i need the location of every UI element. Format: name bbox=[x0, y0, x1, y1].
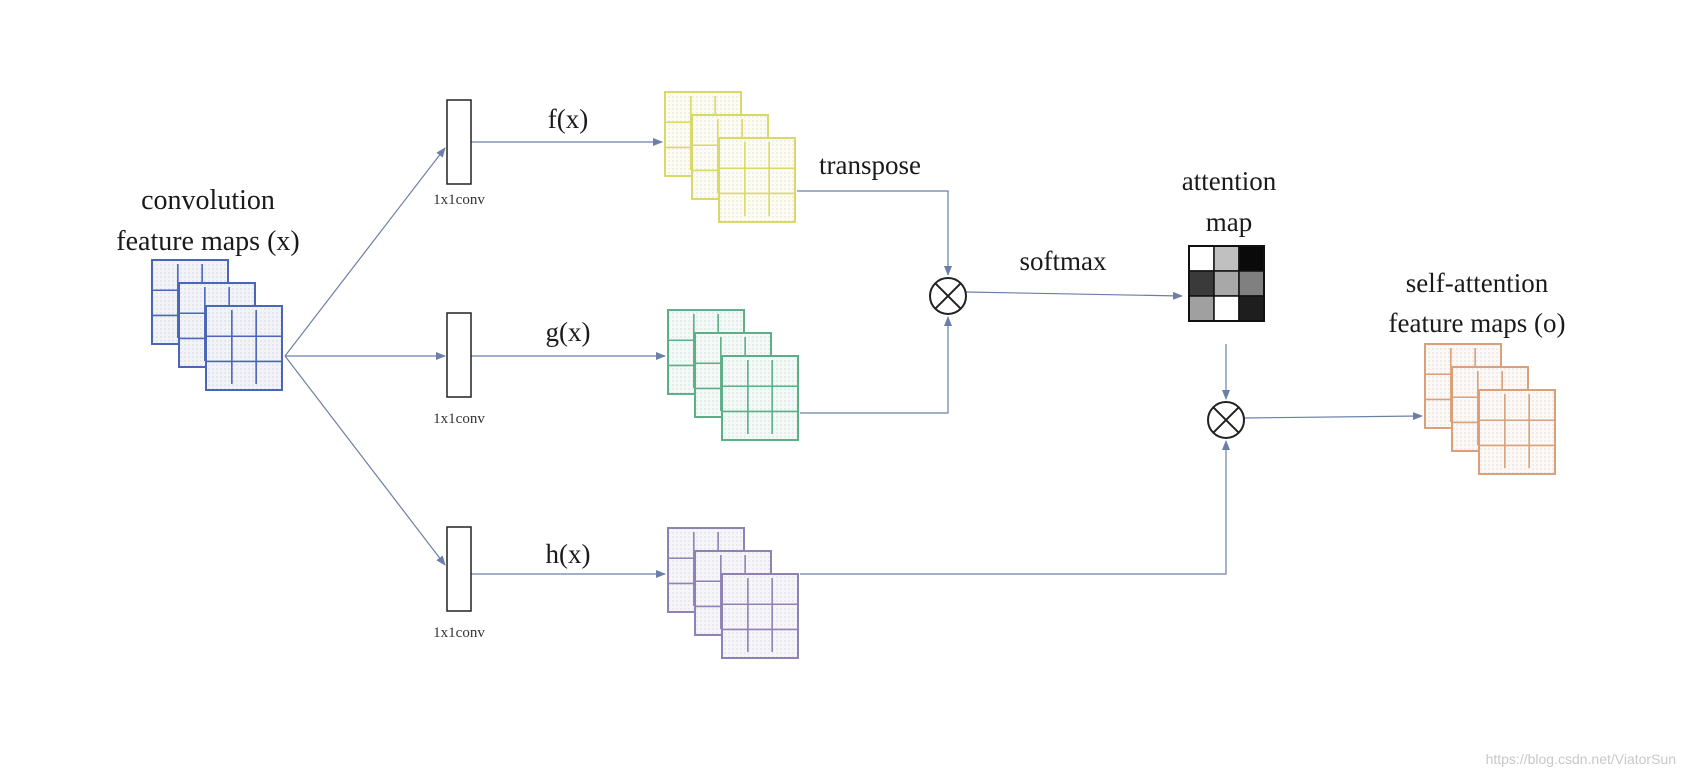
conv-g-icon bbox=[446, 312, 472, 398]
attention-cell bbox=[1238, 270, 1265, 297]
attention-map-grid bbox=[1188, 245, 1265, 322]
input-label-line2: feature maps (x) bbox=[116, 226, 299, 257]
output-feature-maps bbox=[1424, 343, 1556, 475]
attention-cell bbox=[1188, 270, 1215, 297]
input-to-conv-h-line bbox=[284, 355, 446, 566]
h-label: h(x) bbox=[546, 539, 591, 569]
h-to-multiply-line bbox=[800, 440, 1230, 575]
watermark: https://blog.csdn.net/ViatorSun bbox=[1486, 751, 1676, 767]
transpose-label: transpose bbox=[819, 150, 921, 180]
attention-cell bbox=[1238, 245, 1265, 272]
output-label-line1: self-attention bbox=[1406, 268, 1549, 298]
multiply-to-output-line bbox=[1243, 412, 1423, 421]
f-label: f(x) bbox=[548, 104, 588, 134]
f-map-sheet bbox=[718, 137, 796, 223]
attention-cell bbox=[1213, 270, 1240, 297]
input-feature-maps bbox=[151, 259, 283, 391]
softmax-line bbox=[965, 291, 1183, 300]
g-map-sheet bbox=[721, 355, 799, 441]
attention-cell bbox=[1188, 295, 1215, 322]
input-label-line1: convolution bbox=[141, 185, 275, 216]
output-label-line2: feature maps (o) bbox=[1389, 308, 1566, 338]
softmax-label: softmax bbox=[1020, 246, 1107, 276]
input-map-sheet bbox=[205, 305, 283, 391]
multiply-1-icon bbox=[929, 277, 967, 315]
conv-g-label: 1x1conv bbox=[433, 411, 485, 427]
g-label: g(x) bbox=[546, 317, 591, 347]
h-map-sheet bbox=[721, 573, 799, 659]
conv-f-icon bbox=[446, 99, 472, 185]
attention-cell bbox=[1238, 295, 1265, 322]
g-feature-maps bbox=[667, 309, 799, 441]
attention-cell bbox=[1213, 245, 1240, 272]
multiply-2-icon bbox=[1207, 401, 1245, 439]
attention-label-line1: attention bbox=[1182, 166, 1277, 196]
output-map-sheet bbox=[1478, 389, 1556, 475]
f-feature-maps bbox=[664, 91, 796, 223]
attention-label-line2: map bbox=[1206, 207, 1253, 237]
input-to-conv-f-line bbox=[284, 147, 446, 357]
conv-h-icon bbox=[446, 526, 472, 612]
f-to-multiply-line bbox=[797, 190, 952, 276]
attention-cell bbox=[1213, 295, 1240, 322]
g-to-multiply-line bbox=[800, 316, 952, 414]
conv-f-label: 1x1conv bbox=[433, 192, 485, 208]
h-feature-maps bbox=[667, 527, 799, 659]
attention-map-border bbox=[1188, 245, 1265, 322]
conv-h-label: 1x1conv bbox=[433, 625, 485, 641]
connection-lines bbox=[284, 138, 1423, 578]
attention-cell bbox=[1188, 245, 1215, 272]
